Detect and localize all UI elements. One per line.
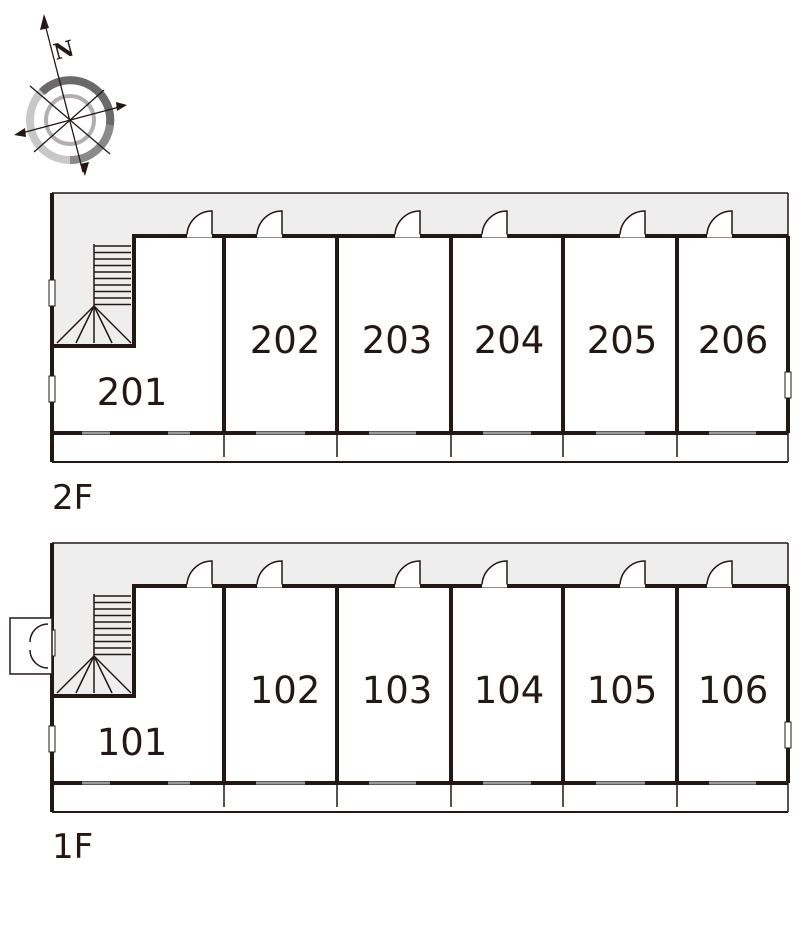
unit-label-104: 104 xyxy=(474,669,545,712)
unit-label-106: 106 xyxy=(698,669,769,712)
interior-wall xyxy=(52,584,788,698)
window xyxy=(784,371,792,399)
unit-label-203: 203 xyxy=(362,319,433,362)
unit-label-204: 204 xyxy=(474,319,545,362)
floor-1f: 101 102 103 104 105 106 xyxy=(9,542,792,813)
floor-2f: 201 202 203 204 205 206 xyxy=(48,192,792,463)
window xyxy=(48,279,56,307)
unit-label-101: 101 xyxy=(97,721,168,764)
stair-landing xyxy=(75,655,113,694)
floor-label-2f: 2F xyxy=(52,478,93,518)
interior-wall xyxy=(52,234,788,348)
corridor xyxy=(52,543,788,696)
unit-label-202: 202 xyxy=(250,319,321,362)
window xyxy=(784,721,792,749)
compass-rose-icon xyxy=(14,14,127,176)
window xyxy=(48,375,56,403)
window xyxy=(48,725,56,753)
unit-label-206: 206 xyxy=(698,319,769,362)
unit-label-105: 105 xyxy=(587,669,658,712)
unit-label-205: 205 xyxy=(587,319,658,362)
unit-label-201: 201 xyxy=(97,371,168,414)
entrance-canopy xyxy=(9,617,53,675)
stair-landing xyxy=(75,305,113,344)
unit-label-103: 103 xyxy=(362,669,433,712)
unit-label-102: 102 xyxy=(250,669,321,712)
floor-label-1f: 1F xyxy=(52,827,93,867)
entrance-door xyxy=(29,623,49,669)
corridor xyxy=(52,193,788,346)
